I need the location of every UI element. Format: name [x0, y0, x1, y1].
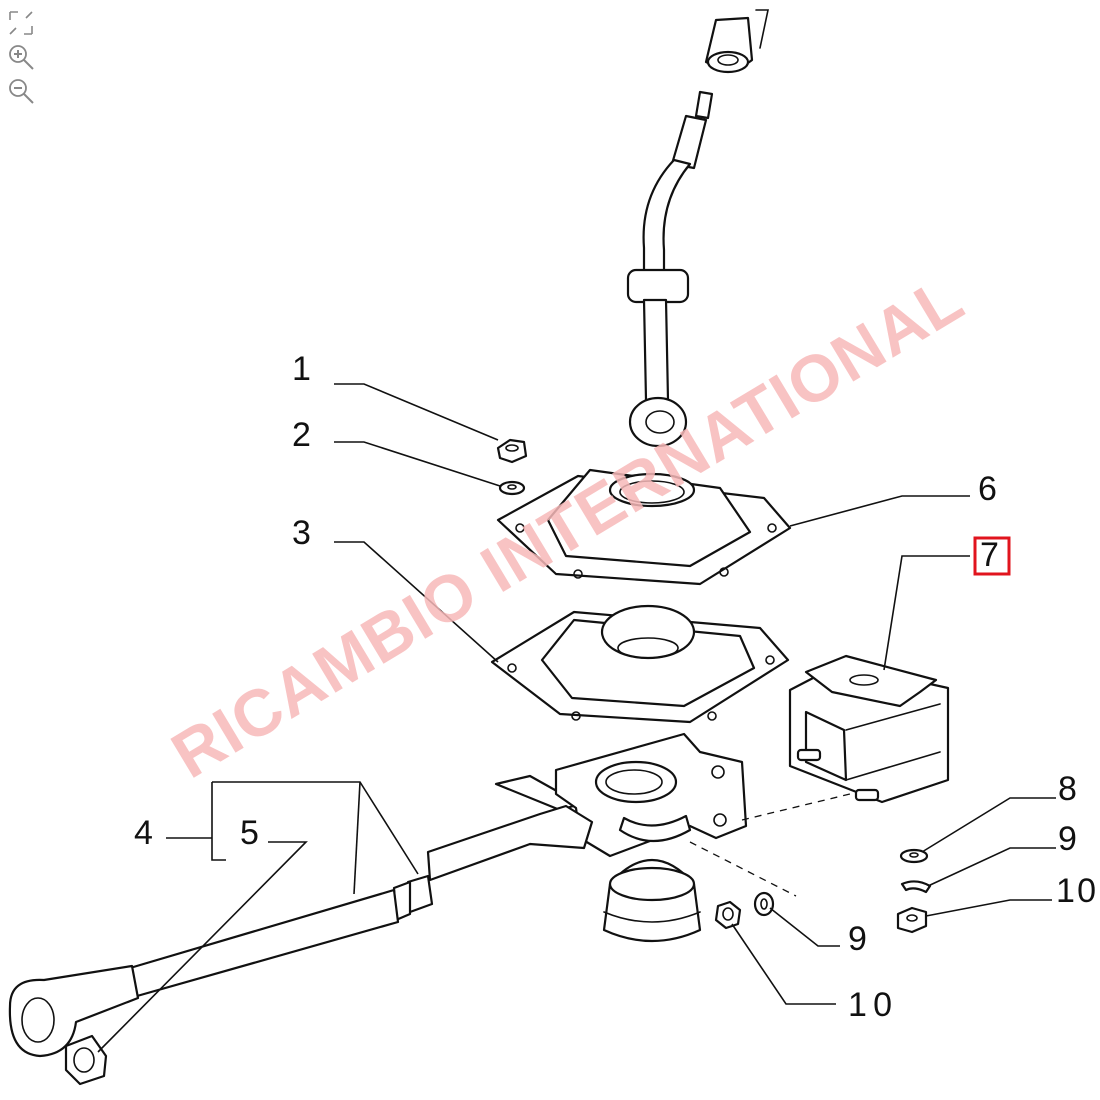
lock-washer-9-left[interactable] — [753, 891, 775, 917]
washer-8[interactable] — [899, 848, 929, 864]
rubber-bush[interactable] — [602, 859, 702, 943]
viewer-toolbar — [4, 6, 40, 108]
nut-10-right[interactable] — [896, 906, 928, 934]
callout-3[interactable]: 3 — [292, 514, 311, 552]
zoom-out-icon[interactable] — [4, 74, 38, 108]
fit-screen-icon[interactable] — [4, 6, 38, 40]
nut-10-left[interactable] — [714, 900, 742, 930]
lock-washer-9-right[interactable] — [900, 880, 932, 894]
gearbox-mount-support[interactable] — [788, 654, 950, 804]
callout-7[interactable]: 7 — [980, 536, 999, 574]
zoom-in-icon[interactable] — [4, 40, 38, 74]
gear-lever[interactable] — [626, 9, 769, 448]
callout-9-left[interactable]: 9 — [848, 920, 867, 958]
callout-8[interactable]: 8 — [1058, 770, 1077, 808]
washer-2[interactable] — [498, 480, 526, 496]
callout-2[interactable]: 2 — [292, 416, 311, 454]
selector-housing-bracket[interactable] — [494, 732, 748, 858]
callout-6[interactable]: 6 — [978, 470, 997, 508]
callout-5[interactable]: 5 — [240, 814, 259, 852]
selected-callout-highlight — [973, 536, 1011, 576]
selector-rod[interactable] — [8, 804, 594, 1058]
upper-gaiter-plate[interactable] — [496, 468, 792, 586]
callout-4[interactable]: 4 — [134, 814, 153, 852]
callout-10-left[interactable]: 10 — [848, 986, 892, 1024]
nut-1[interactable] — [496, 438, 528, 464]
lower-gaiter-plate[interactable] — [490, 604, 790, 724]
callout-1[interactable]: 1 — [292, 350, 311, 388]
callout-9-right[interactable]: 9 — [1058, 820, 1077, 858]
rod-end-nut[interactable] — [64, 1034, 108, 1086]
leader-lines — [97, 383, 1056, 1053]
callout-10-right[interactable]: 10 — [1056, 872, 1096, 910]
